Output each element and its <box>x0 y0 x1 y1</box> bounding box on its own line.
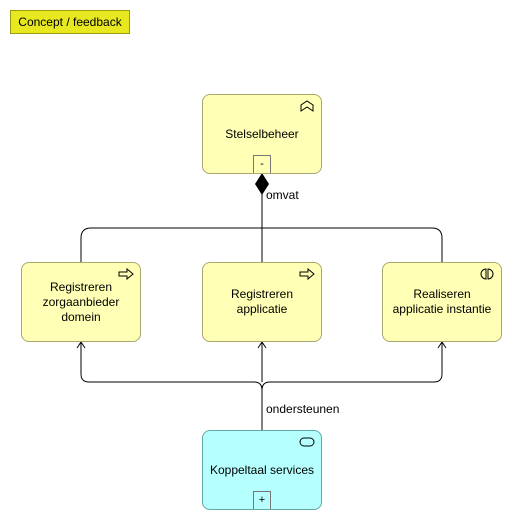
node-label: Stelselbeheer <box>225 126 299 141</box>
composition-relation <box>80 194 443 265</box>
node-registreren-zorgaanbieder-domein[interactable]: Registreren zorgaanbieder domein <box>21 262 141 342</box>
node-registreren-applicatie[interactable]: Registreren applicatie <box>202 262 322 342</box>
expand-toggle[interactable]: + <box>253 491 271 509</box>
business-interaction-icon <box>480 268 494 280</box>
status-badge-label: Concept / feedback <box>18 15 122 29</box>
status-badge: Concept / feedback <box>10 10 130 34</box>
node-stelselbeheer[interactable]: Stelselbeheer - <box>202 94 322 174</box>
serving-arrowheads <box>76 341 447 349</box>
business-process-icon <box>118 268 134 280</box>
business-function-icon <box>300 100 314 112</box>
node-koppeltaal-services[interactable]: Koppeltaal services + <box>202 430 322 510</box>
node-label: Registreren applicatie <box>230 287 294 316</box>
collapse-toggle[interactable]: - <box>253 155 271 173</box>
service-icon <box>299 437 315 447</box>
composition-label: omvat <box>266 188 299 202</box>
serving-label: ondersteunen <box>266 402 340 416</box>
node-label: Koppeltaal services <box>209 462 315 477</box>
composition-diamond <box>255 173 269 195</box>
business-process-icon <box>299 268 315 280</box>
node-realiseren-applicatie-instantie[interactable]: Realiseren applicatie instantie <box>382 262 502 342</box>
node-label: Registreren zorgaanbieder domein <box>42 279 120 324</box>
node-label: Realiseren applicatie instantie <box>392 287 492 316</box>
serving-relation <box>80 342 443 430</box>
